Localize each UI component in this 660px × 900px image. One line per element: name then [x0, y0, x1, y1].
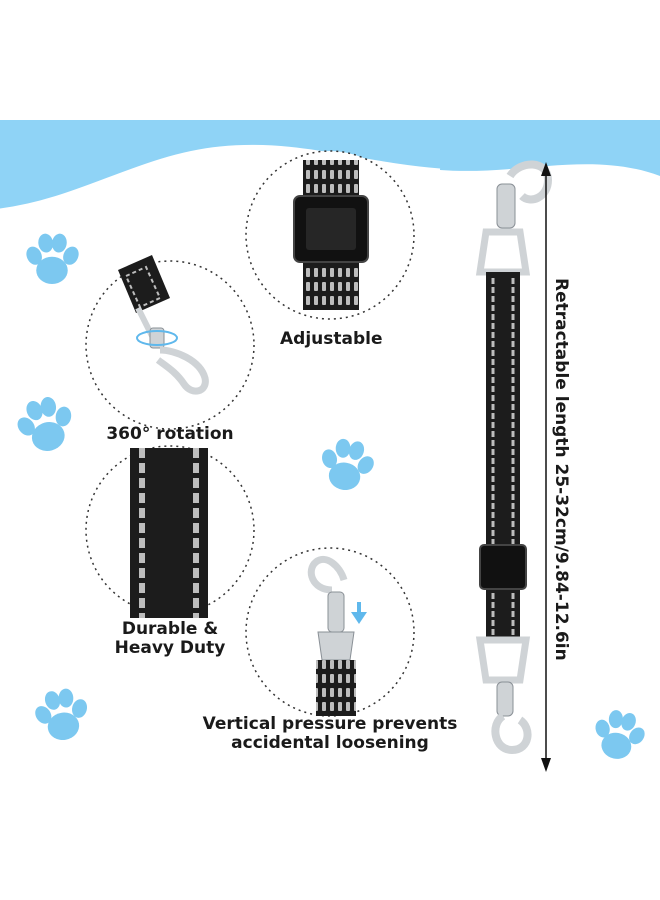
label-adjustable: Adjustable [280, 329, 383, 349]
buckle-closeup [293, 160, 369, 310]
snap-hook-closeup [307, 555, 367, 716]
label-durable-line2: Heavy Duty [114, 638, 226, 658]
paw-icon [28, 684, 95, 745]
webbing-closeup [130, 448, 208, 618]
leash-product [475, 160, 553, 755]
paw-icon [9, 390, 82, 459]
paw-icon [587, 705, 652, 765]
double-arrow-icon [541, 162, 551, 772]
down-arrow-icon [351, 602, 367, 624]
rotation-ring-icon [136, 330, 178, 346]
paw-icon [314, 434, 381, 495]
sky-banner [0, 120, 660, 210]
label-pressure-line1: Vertical pressure prevents [202, 714, 458, 734]
detail-circle-rotation [85, 260, 255, 430]
swivel-closeup [118, 255, 209, 395]
label-retractable-length: Retractable length 25-32cm/9.84-12.6in [551, 278, 571, 661]
label-rotation: 360° rotation [106, 424, 234, 444]
label-pressure-line2: accidental loosening [231, 733, 429, 753]
paw-icon [23, 232, 82, 285]
label-durable-line1: Durable & [121, 619, 219, 639]
